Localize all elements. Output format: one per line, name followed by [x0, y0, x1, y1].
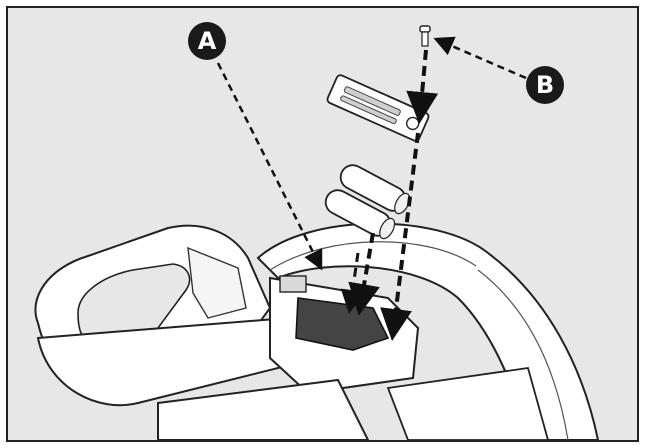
cover-screw	[419, 25, 431, 47]
callout-b-badge: B	[526, 66, 564, 104]
arrow-cover-to-compartment	[380, 132, 420, 341]
arrow-b-to-screw	[433, 36, 527, 80]
callout-a-badge: A	[188, 22, 226, 60]
aa-battery-lower	[324, 189, 396, 240]
arrow-a-to-compartment	[216, 62, 323, 271]
arrow-battery-lower-to-compartment	[340, 252, 365, 314]
arrow-screw-to-cover	[406, 49, 439, 124]
tool-illustration	[34, 25, 600, 440]
arrow-battery-upper-to-compartment	[348, 232, 380, 316]
diagram-frame: A B	[6, 6, 639, 442]
base-rail	[386, 366, 549, 440]
blade-guard-rib	[477, 269, 569, 440]
switch-button	[279, 275, 307, 293]
aa-battery-upper	[339, 164, 411, 215]
battery-cover	[326, 74, 430, 142]
motor-body	[157, 378, 370, 440]
handle-trigger-area	[187, 246, 247, 319]
blade-guard-inner-line	[269, 241, 477, 271]
